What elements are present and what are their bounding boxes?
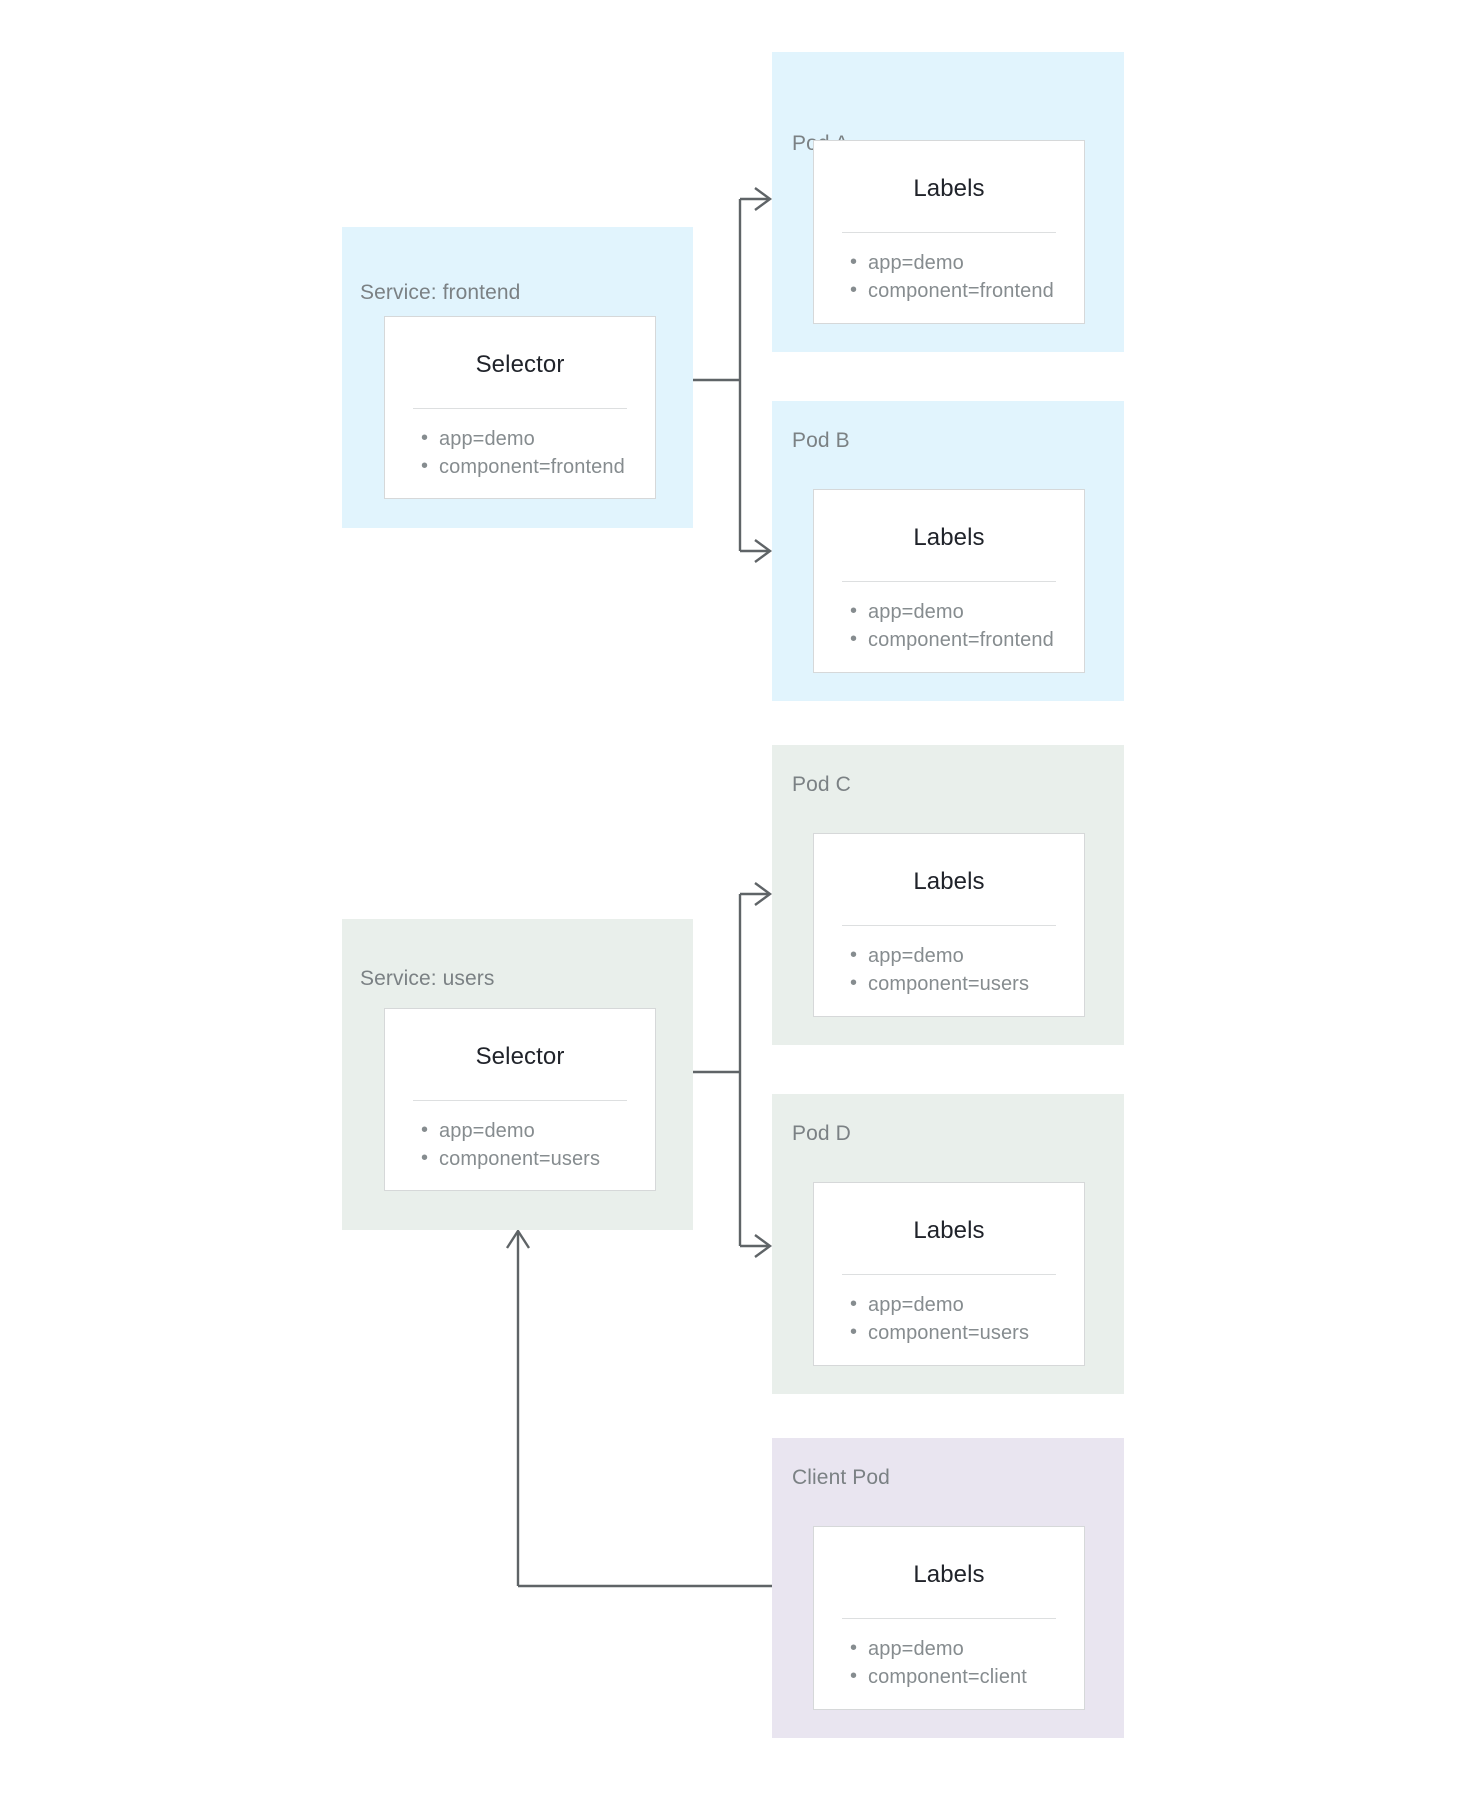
group-service-frontend[interactable]: Service: frontend Selector app=demo comp… [342, 227, 693, 528]
list-item: app=demo [850, 941, 1084, 970]
group-title-service-frontend: Service: frontend [360, 281, 521, 304]
connector-client-to-users [505, 1228, 772, 1588]
group-client-pod[interactable]: Client Pod Labels app=demo component=cli… [772, 1438, 1124, 1738]
selector-label-list: app=demo component=users [385, 1101, 655, 1173]
card-title-labels-pod-d: Labels [913, 1217, 985, 1244]
labels-list: app=demo component=client [814, 1619, 1084, 1691]
card-title-selector-frontend: Selector [475, 351, 565, 378]
list-item: component=users [850, 1318, 1084, 1347]
card-labels-pod-c[interactable]: Labels app=demo component=users [813, 833, 1085, 1017]
list-item: component=users [850, 969, 1084, 998]
group-pod-b[interactable]: Pod B Labels app=demo component=frontend [772, 401, 1124, 701]
list-item: component=frontend [850, 276, 1084, 305]
list-item: component=client [850, 1662, 1084, 1691]
group-title-service-users: Service: users [360, 967, 495, 990]
card-title-labels-pod-a: Labels [913, 175, 985, 202]
list-item: component=frontend [421, 452, 655, 481]
card-labels-pod-a[interactable]: Labels app=demo component=frontend [813, 140, 1085, 324]
list-item: app=demo [421, 1116, 655, 1145]
connector-users-to-pods [693, 882, 773, 1258]
card-divider [842, 925, 1056, 926]
group-title-pod-b: Pod B [792, 429, 850, 452]
group-pod-d[interactable]: Pod D Labels app=demo component=users [772, 1094, 1124, 1394]
selector-label-list: app=demo component=frontend [385, 409, 655, 481]
group-service-users[interactable]: Service: users Selector app=demo compone… [342, 919, 693, 1230]
labels-list: app=demo component=users [814, 926, 1084, 998]
card-selector-users[interactable]: Selector app=demo component=users [384, 1008, 656, 1191]
list-item: component=users [421, 1144, 655, 1173]
list-item: app=demo [850, 1290, 1084, 1319]
card-labels-client-pod[interactable]: Labels app=demo component=client [813, 1526, 1085, 1710]
card-divider [413, 408, 627, 409]
card-selector-frontend[interactable]: Selector app=demo component=frontend [384, 316, 656, 499]
card-divider [413, 1100, 627, 1101]
group-pod-c[interactable]: Pod C Labels app=demo component=users [772, 745, 1124, 1045]
card-divider [842, 1274, 1056, 1275]
list-item: app=demo [850, 248, 1084, 277]
card-title-selector-users: Selector [475, 1043, 565, 1070]
labels-list: app=demo component=users [814, 1275, 1084, 1347]
connector-frontend-to-pods [693, 187, 773, 563]
card-title-labels-pod-b: Labels [913, 524, 985, 551]
list-item: app=demo [421, 424, 655, 453]
card-divider [842, 581, 1056, 582]
card-divider [842, 232, 1056, 233]
group-title-client-pod: Client Pod [792, 1466, 890, 1489]
group-title-pod-c: Pod C [792, 773, 851, 796]
card-labels-pod-b[interactable]: Labels app=demo component=frontend [813, 489, 1085, 673]
labels-list: app=demo component=frontend [814, 233, 1084, 305]
group-pod-a[interactable]: Pod A Labels app=demo component=frontend [772, 52, 1124, 352]
card-title-labels-client-pod: Labels [913, 1561, 985, 1588]
list-item: app=demo [850, 1634, 1084, 1663]
list-item: app=demo [850, 597, 1084, 626]
card-title-labels-pod-c: Labels [913, 868, 985, 895]
card-labels-pod-d[interactable]: Labels app=demo component=users [813, 1182, 1085, 1366]
group-title-pod-d: Pod D [792, 1122, 851, 1145]
labels-list: app=demo component=frontend [814, 582, 1084, 654]
card-divider [842, 1618, 1056, 1619]
list-item: component=frontend [850, 625, 1084, 654]
